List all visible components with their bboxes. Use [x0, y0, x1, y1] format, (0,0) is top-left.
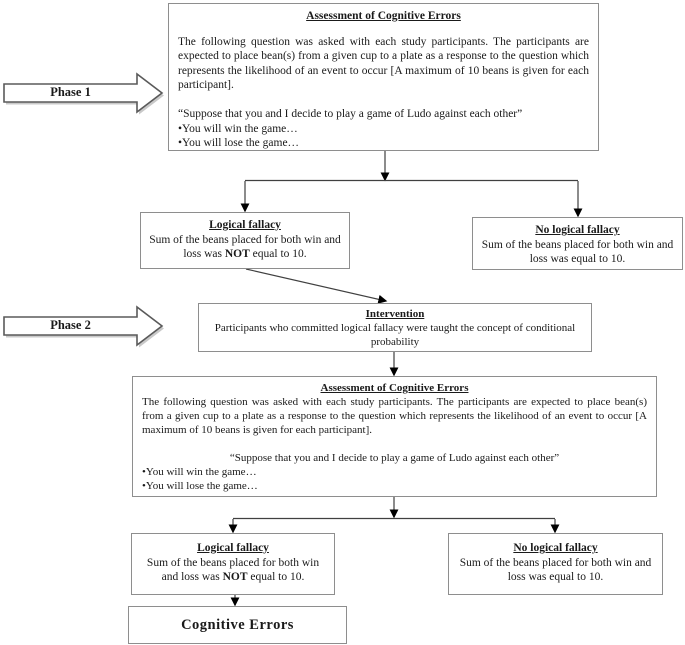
assessment1-bullet-win: •You will win the game… — [178, 122, 298, 135]
spacer — [142, 437, 647, 451]
assessment2-quote: “Suppose that you and I decide to play a… — [229, 452, 560, 464]
phase1-label: Phase 1 — [50, 85, 91, 99]
assessment1-title: Assessment of Cognitive Errors — [306, 10, 461, 22]
no-logical-fallacy1-title: No logical fallacy — [535, 224, 620, 236]
assessment1-quote: “Suppose that you and I decide to play a… — [178, 108, 523, 120]
logical-fallacy1-text-part2: equal to 10. — [249, 248, 307, 260]
phase2-label: Phase 2 — [50, 318, 91, 332]
logical-fallacy2-text-part2: equal to 10. — [247, 571, 305, 583]
intervention-title: Intervention — [365, 308, 425, 320]
phase1-arrow-shape — [3, 72, 164, 114]
logical-fallacy2-text: Sum of the beans placed for both win and… — [138, 556, 328, 585]
logical-fallacy-box-phase1: Logical fallacy Sum of the beans placed … — [140, 212, 350, 269]
logical-fallacy1-text-bold: NOT — [224, 248, 250, 260]
assessment2-bullet-win: •You will win the game… — [142, 466, 257, 478]
logical-fallacy2-title: Logical fallacy — [197, 542, 269, 554]
no-logical-fallacy2-title: No logical fallacy — [513, 542, 598, 554]
assessment2-title: Assessment of Cognitive Errors — [320, 382, 469, 394]
no-logical-fallacy-box-phase1: No logical fallacy Sum of the beans plac… — [472, 217, 683, 270]
assessment-box-phase1: Assessment of Cognitive Errors The follo… — [168, 3, 599, 151]
cognitive-errors-box: Cognitive Errors — [128, 606, 347, 644]
no-logical-fallacy-box-phase2: No logical fallacy Sum of the beans plac… — [448, 533, 663, 595]
logical-fallacy1-text: Sum of the beans placed for both win and… — [147, 233, 343, 262]
assessment2-paragraph: The following question was asked with ea… — [142, 396, 647, 436]
logical-fallacy2-text-bold: NOT — [222, 571, 248, 583]
logical-fallacy1-title: Logical fallacy — [209, 219, 281, 231]
assessment-box-phase2: Assessment of Cognitive Errors The follo… — [132, 376, 657, 497]
assessment1-bullet-lose: •You will lose the game… — [178, 137, 300, 149]
logical-fallacy2-text-part1: Sum of the beans placed for both win and… — [146, 556, 320, 584]
phase2-arrow-shape — [3, 305, 164, 347]
no-logical-fallacy2-text: Sum of the beans placed for both win and… — [459, 556, 652, 584]
intervention-text: Participants who committed logical falla… — [214, 322, 576, 348]
arrow-logical-fallacy1-to-intervention — [245, 268, 388, 304]
intervention-box: Intervention Participants who committed … — [198, 303, 592, 352]
logical-fallacy-box-phase2: Logical fallacy Sum of the beans placed … — [131, 533, 335, 595]
logical-fallacy1-text-part1: Sum of the beans placed for both win and… — [149, 233, 341, 261]
no-logical-fallacy1-text: Sum of the beans placed for both win and… — [481, 238, 674, 266]
cognitive-errors-label: Cognitive Errors — [181, 616, 294, 633]
spacer — [178, 93, 589, 108]
assessment2-bullet-lose: •You will lose the game… — [142, 480, 258, 492]
assessment1-paragraph: The following question was asked with ea… — [178, 35, 589, 92]
